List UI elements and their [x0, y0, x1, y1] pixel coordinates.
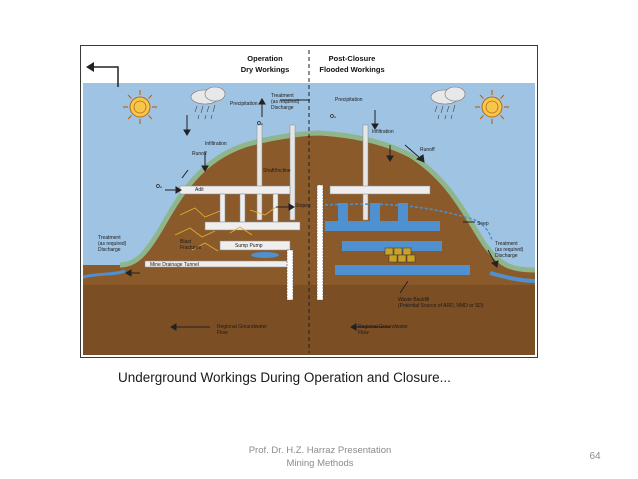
label-adit: Adit: [195, 187, 204, 193]
stope-2: [240, 194, 245, 222]
label-treatment-top-3: Discharge: [271, 105, 294, 111]
label-precipitation-left: Precipitation: [230, 101, 258, 107]
label-blast-fractures-2: Fractures: [180, 245, 202, 251]
slide-caption: Underground Workings During Operation an…: [118, 370, 451, 385]
shaft-flooded-left: [363, 125, 368, 220]
slide-footer: Prof. Dr. H.Z. Harraz Presentation Minin…: [200, 444, 440, 470]
label-precipitation-right: Precipitation: [335, 97, 363, 103]
pump-pipe: [287, 250, 293, 300]
label-mine-drainage-tunnel: Mine Drainage Tunnel: [150, 262, 199, 268]
label-waste-backfill-2: (Potential Source of ARD, NMD or SD): [398, 303, 484, 309]
adit-flooded: [330, 186, 430, 194]
label-infiltration-left: Infiltration: [205, 141, 227, 147]
label-sump-pump: Sump Pump: [235, 243, 263, 249]
waste-backfill: [385, 248, 415, 262]
label-treatment-right-3: Discharge: [495, 253, 518, 259]
right-title-1: Post-Closure: [329, 54, 376, 63]
label-shaft-incline: Shaft/Incline: [263, 168, 291, 174]
label-stopes: Stopes: [295, 203, 311, 209]
label-infiltration-right: Infiltration: [372, 129, 394, 135]
stope-1: [220, 194, 225, 222]
footer-line-2: Mining Methods: [200, 457, 440, 470]
flooded-shaft-pipe: [317, 185, 323, 300]
right-title-2: Flooded Workings: [319, 65, 384, 74]
left-title-2: Dry Workings: [241, 65, 290, 74]
label-treatment-left-3: Discharge: [98, 247, 121, 253]
shaft-left: [257, 125, 262, 220]
level-flooded-3: [335, 265, 470, 275]
label-o2-adit: O₂: [156, 184, 162, 190]
label-runoff-right: Runoff: [420, 147, 435, 153]
page-number: 64: [580, 451, 610, 462]
label-o2-right: O₂: [330, 114, 336, 120]
label-o2-left: O₂: [257, 121, 263, 127]
level-flooded-1: [325, 221, 440, 231]
label-seep: Seep: [477, 221, 489, 227]
sump-water: [251, 252, 279, 258]
label-groundwater-right-2: Flow: [358, 330, 369, 336]
mine-workings-diagram: Operation Dry Workings Post-Closure Floo…: [80, 45, 538, 358]
footer-line-1: Prof. Dr. H.Z. Harraz Presentation: [200, 444, 440, 457]
label-runoff-left: Runoff: [192, 151, 207, 157]
stope-3: [273, 194, 278, 222]
lower-level: [205, 222, 300, 230]
label-groundwater-left-2: Flow: [217, 330, 228, 336]
left-title-1: Operation: [247, 54, 283, 63]
